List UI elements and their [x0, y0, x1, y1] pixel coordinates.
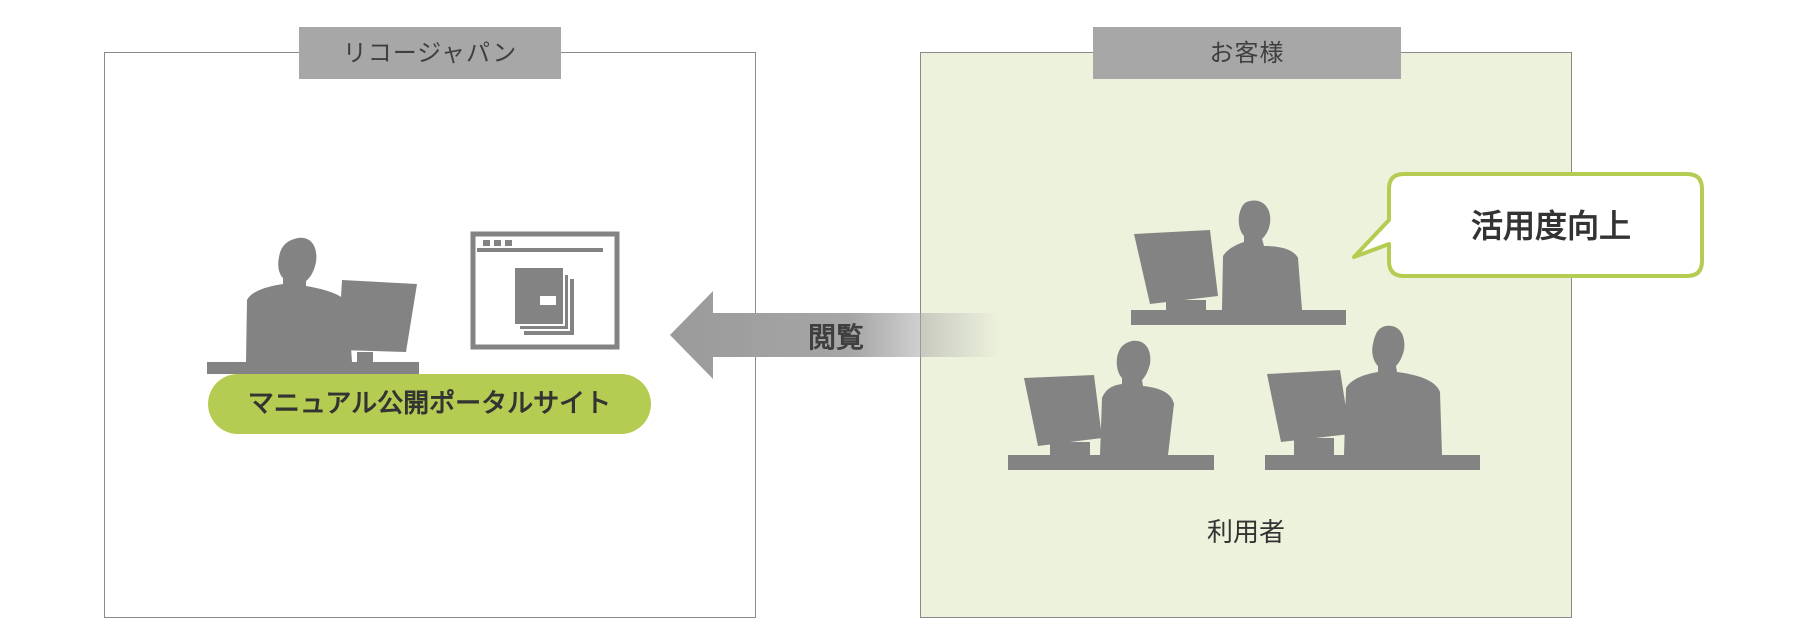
user-icon-bottom-right — [1265, 325, 1480, 470]
view-label: 閲覧 — [807, 321, 864, 354]
user-icon-bottom-left — [1008, 340, 1214, 470]
view-arrow-icon — [670, 291, 1000, 379]
ricoh-japan-tab: リコージャパン — [299, 27, 561, 79]
staff-at-desk-icon — [207, 237, 419, 374]
ricoh-japan-panel — [104, 52, 756, 618]
manual-portal-label: マニュアル公開ポータルサイト — [208, 374, 651, 434]
bubble-text: 活用度向上 — [1470, 207, 1631, 245]
user-icon-top — [1131, 200, 1346, 325]
document-window-icon — [470, 231, 620, 350]
users-label: 利用者 — [1206, 518, 1285, 548]
speech-bubble — [1352, 172, 1704, 278]
customer-tab: お客様 — [1093, 27, 1401, 79]
customer-panel — [920, 52, 1572, 618]
